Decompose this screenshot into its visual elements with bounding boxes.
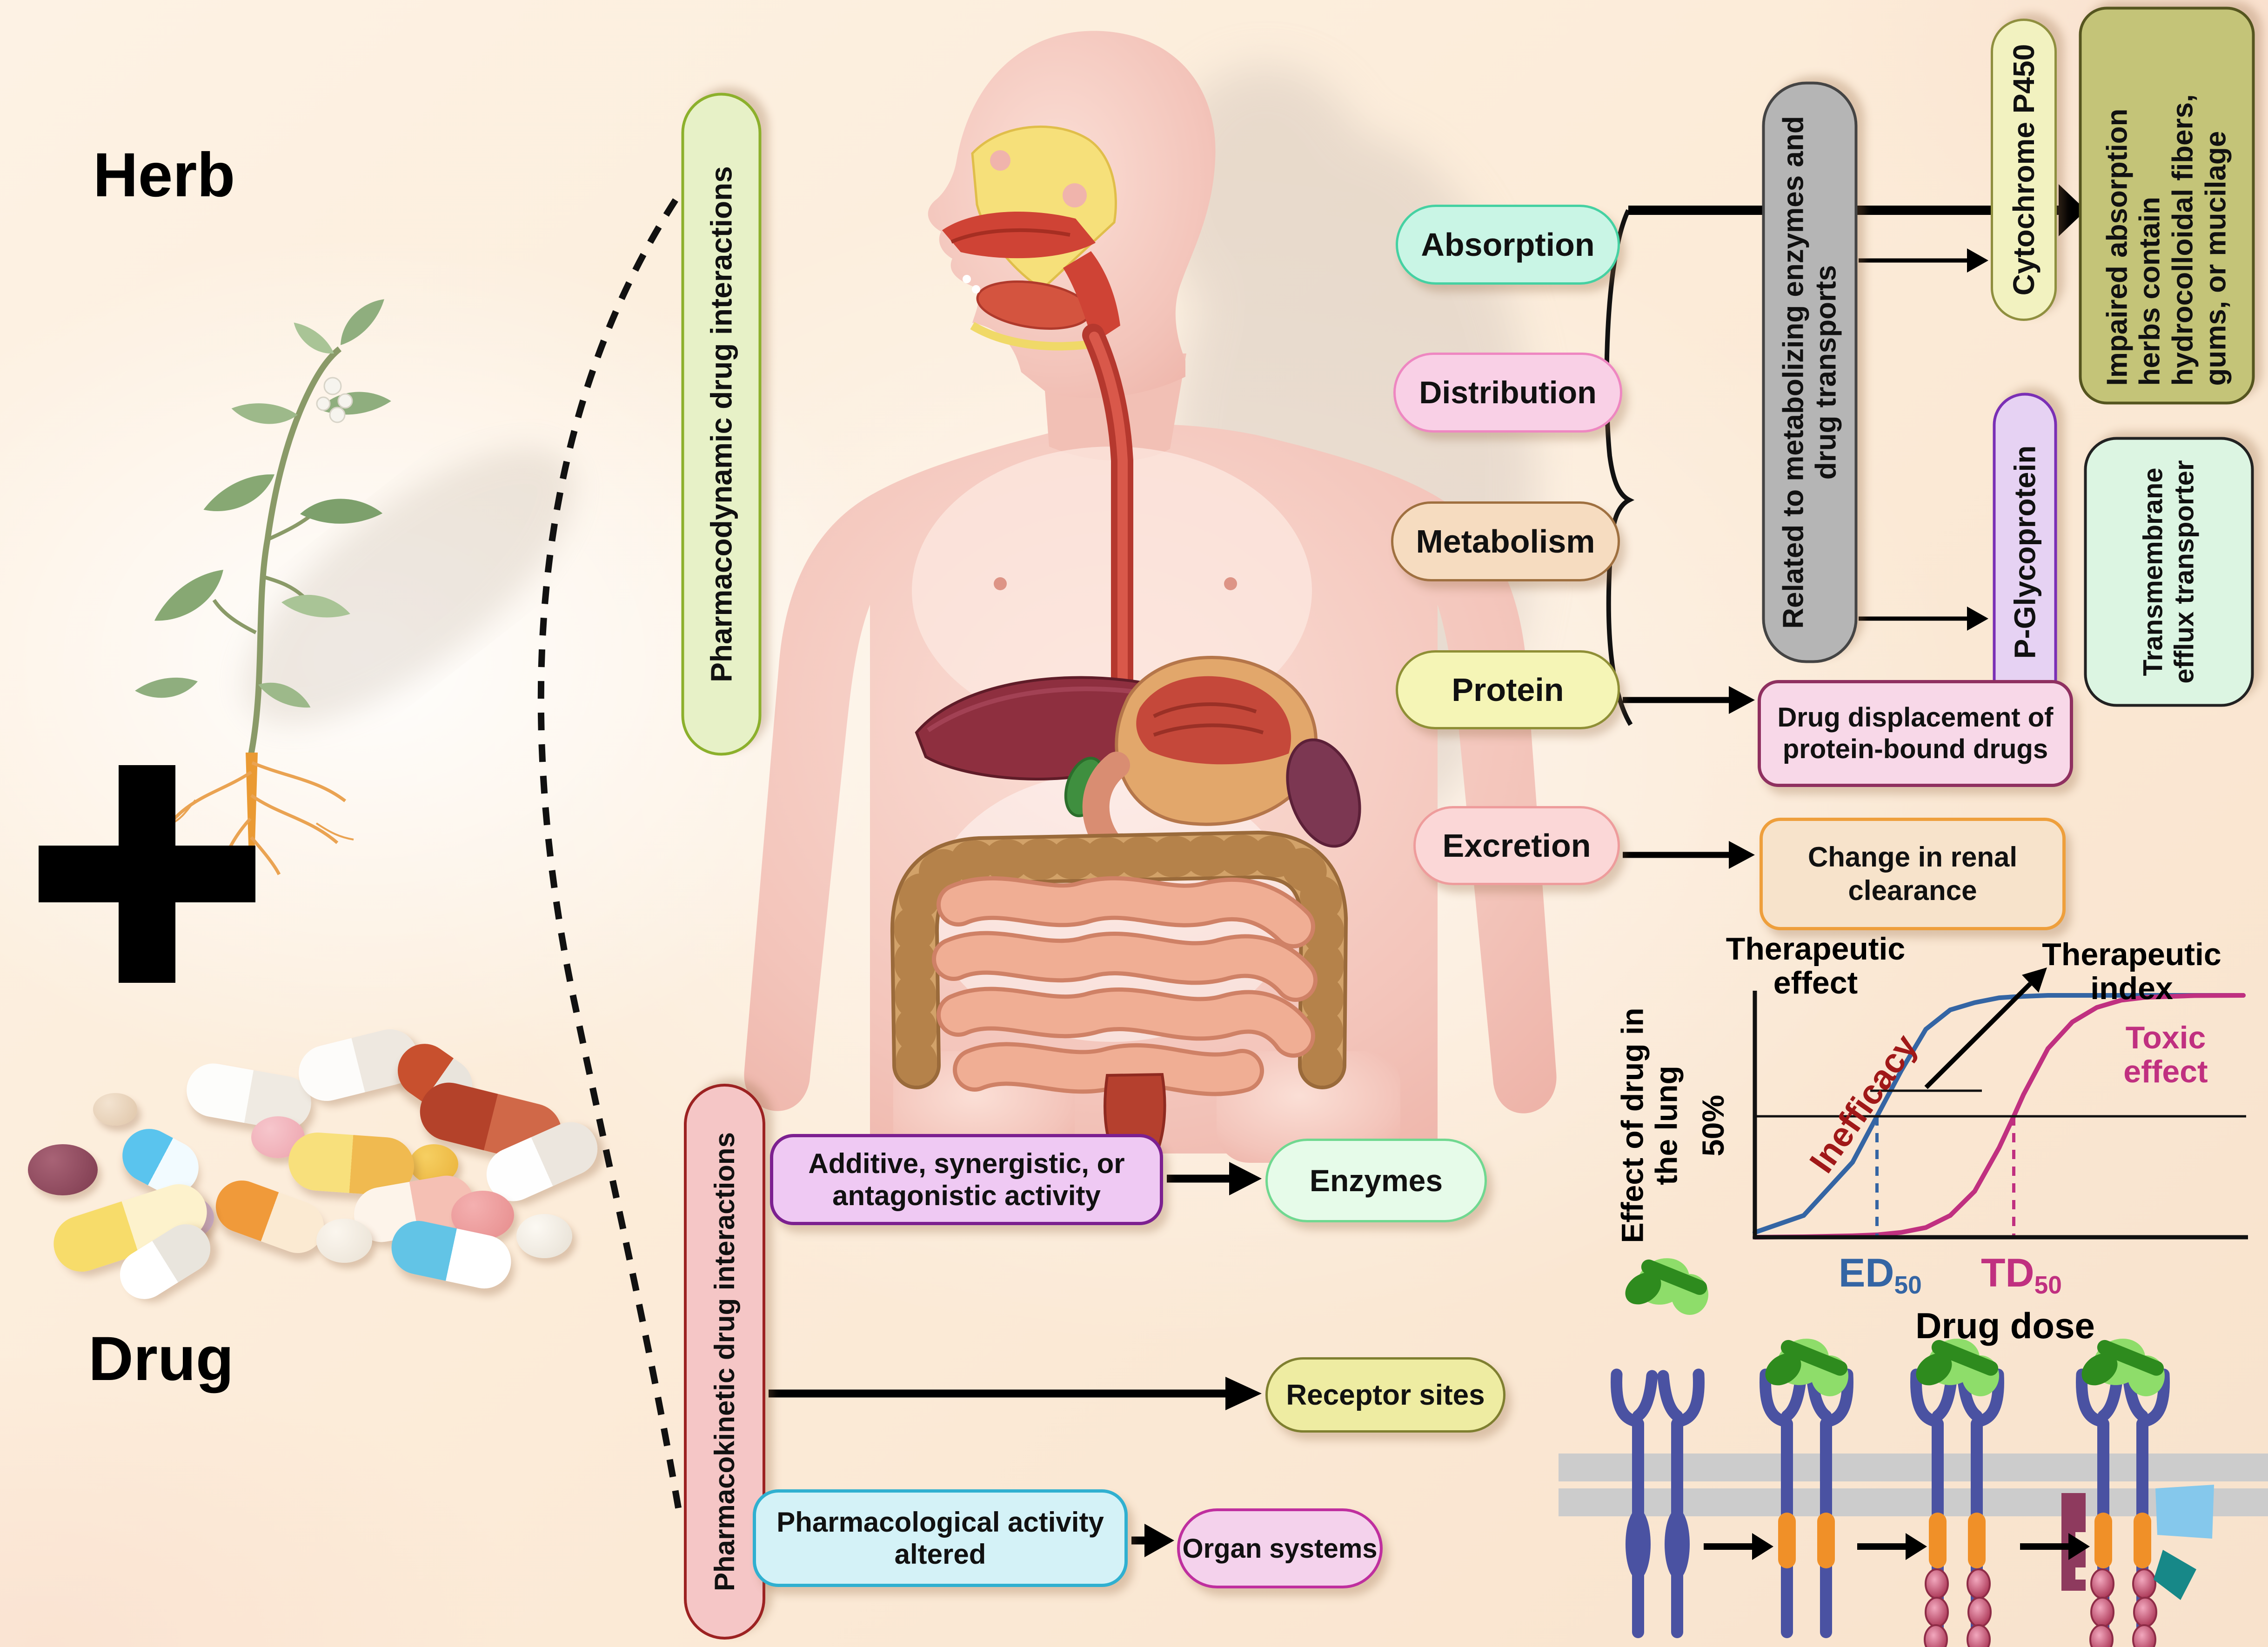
adme-pill-distribution: Distribution [1393, 353, 1622, 433]
ligand-icon [1625, 1258, 1708, 1315]
impaired-absorption-box: Impaired absorption herbs contain hydroc… [2079, 7, 2255, 405]
arrow-to-receptor-sites [769, 1377, 1262, 1410]
toxic-effect-curve [1753, 993, 2246, 1240]
adme-brace [1604, 209, 1635, 726]
receptor-signaling-diagram [1559, 1330, 2268, 1647]
plant-flowers [316, 377, 353, 423]
receptor-inactive [1617, 1374, 1699, 1638]
additive-box: Additive, synergistic, or antagonistic a… [770, 1134, 1163, 1225]
td-text: TD [1981, 1251, 2034, 1295]
ed-text: ED [1839, 1251, 1894, 1295]
related-metabolizing-box: Related to metabolizing enzymes and drug… [1762, 81, 1858, 663]
receptor-step-arrows [1704, 1533, 2090, 1560]
chart-ytick-50pct: 50% [1696, 1094, 1730, 1157]
nipple [994, 577, 1007, 590]
colon [890, 831, 1348, 1089]
herb-drug-dashed-curve [537, 198, 683, 1520]
enzymes-pill: Enzymes [1265, 1139, 1487, 1222]
arrow-additive-to-enzymes [1167, 1162, 1262, 1195]
nipple [1224, 577, 1237, 590]
chart-axes [1753, 991, 2248, 1240]
downstream-signal-icon [2154, 1550, 2196, 1600]
ed50-label: ED50 [1839, 1250, 1922, 1300]
adme-pill-excretion: Excretion [1413, 806, 1620, 885]
arrow-to-cytochrome [1859, 248, 1988, 273]
therapeutic-index-label: Therapeutic index [2042, 937, 2221, 1007]
membrane-outer-leaflet [1559, 1454, 2268, 1481]
organ-systems-pill: Organ systems [1177, 1508, 1383, 1588]
head-cross-section [942, 125, 1120, 351]
cytochrome-pill: Cytochrome P450 [1991, 19, 2057, 321]
herb-label: Herb [93, 140, 235, 210]
drug-label: Drug [88, 1324, 234, 1394]
pills-photo [9, 995, 606, 1321]
adme-pill-metabolism: Metabolism [1391, 501, 1620, 581]
small-intestine [932, 876, 1318, 1096]
effector-protein-icon [2155, 1485, 2214, 1539]
therapeutic-effect-curve [1753, 993, 2246, 1235]
receptor-ligand-bound [1759, 1330, 1850, 1638]
dose-response-chart [1625, 967, 2248, 1315]
toxic-effect-label: Toxic effect [2123, 1020, 2208, 1090]
herb-plant-illustration [134, 295, 575, 875]
ed-sub: 50 [1894, 1271, 1922, 1299]
arrow-excretion-to-renal [1623, 841, 1755, 869]
pharmacological-box: Pharmacological activity altered [753, 1489, 1128, 1587]
esophagus [1082, 324, 1133, 694]
therapeutic-effect-label: Therapeutic effect [1726, 931, 1906, 1001]
adme-pill-absorption: Absorption [1396, 205, 1620, 285]
receptor-sites-pill: Receptor sites [1265, 1357, 1505, 1433]
transmembrane-box: Transmembrane efflux transporter [2084, 437, 2254, 707]
arrow-pharmacological-to-organ [1131, 1524, 1174, 1557]
arrow-to-pglycoprotein [1859, 607, 1988, 631]
renal-clearance-box: Change in renal clearance [1760, 818, 2066, 930]
adme-pill-protein: Protein [1396, 650, 1620, 729]
arrow-protein-to-displacement [1623, 686, 1755, 714]
plant-stem [248, 346, 342, 754]
td50-label: TD50 [1981, 1250, 2062, 1300]
pharmacodynamic-label: Pharmacodynamic drug interactions [681, 93, 762, 756]
chart-curves [1753, 993, 2246, 1240]
therapeutic-index-arrow [1924, 967, 2047, 1089]
td-sub: 50 [2034, 1271, 2062, 1299]
spleen [1286, 738, 1361, 848]
right-thigh [1217, 1051, 1400, 1163]
displacement-box: Drug displacement of protein-bound drugs [1758, 680, 2073, 787]
chart-ylabel: Effect of drug in the lung [1615, 1007, 1683, 1243]
plant-shadow [244, 448, 575, 724]
pglycoprotein-pill: P-Glycoprotein [1993, 393, 2057, 712]
chart-xlabel: Drug dose [1915, 1305, 2095, 1346]
